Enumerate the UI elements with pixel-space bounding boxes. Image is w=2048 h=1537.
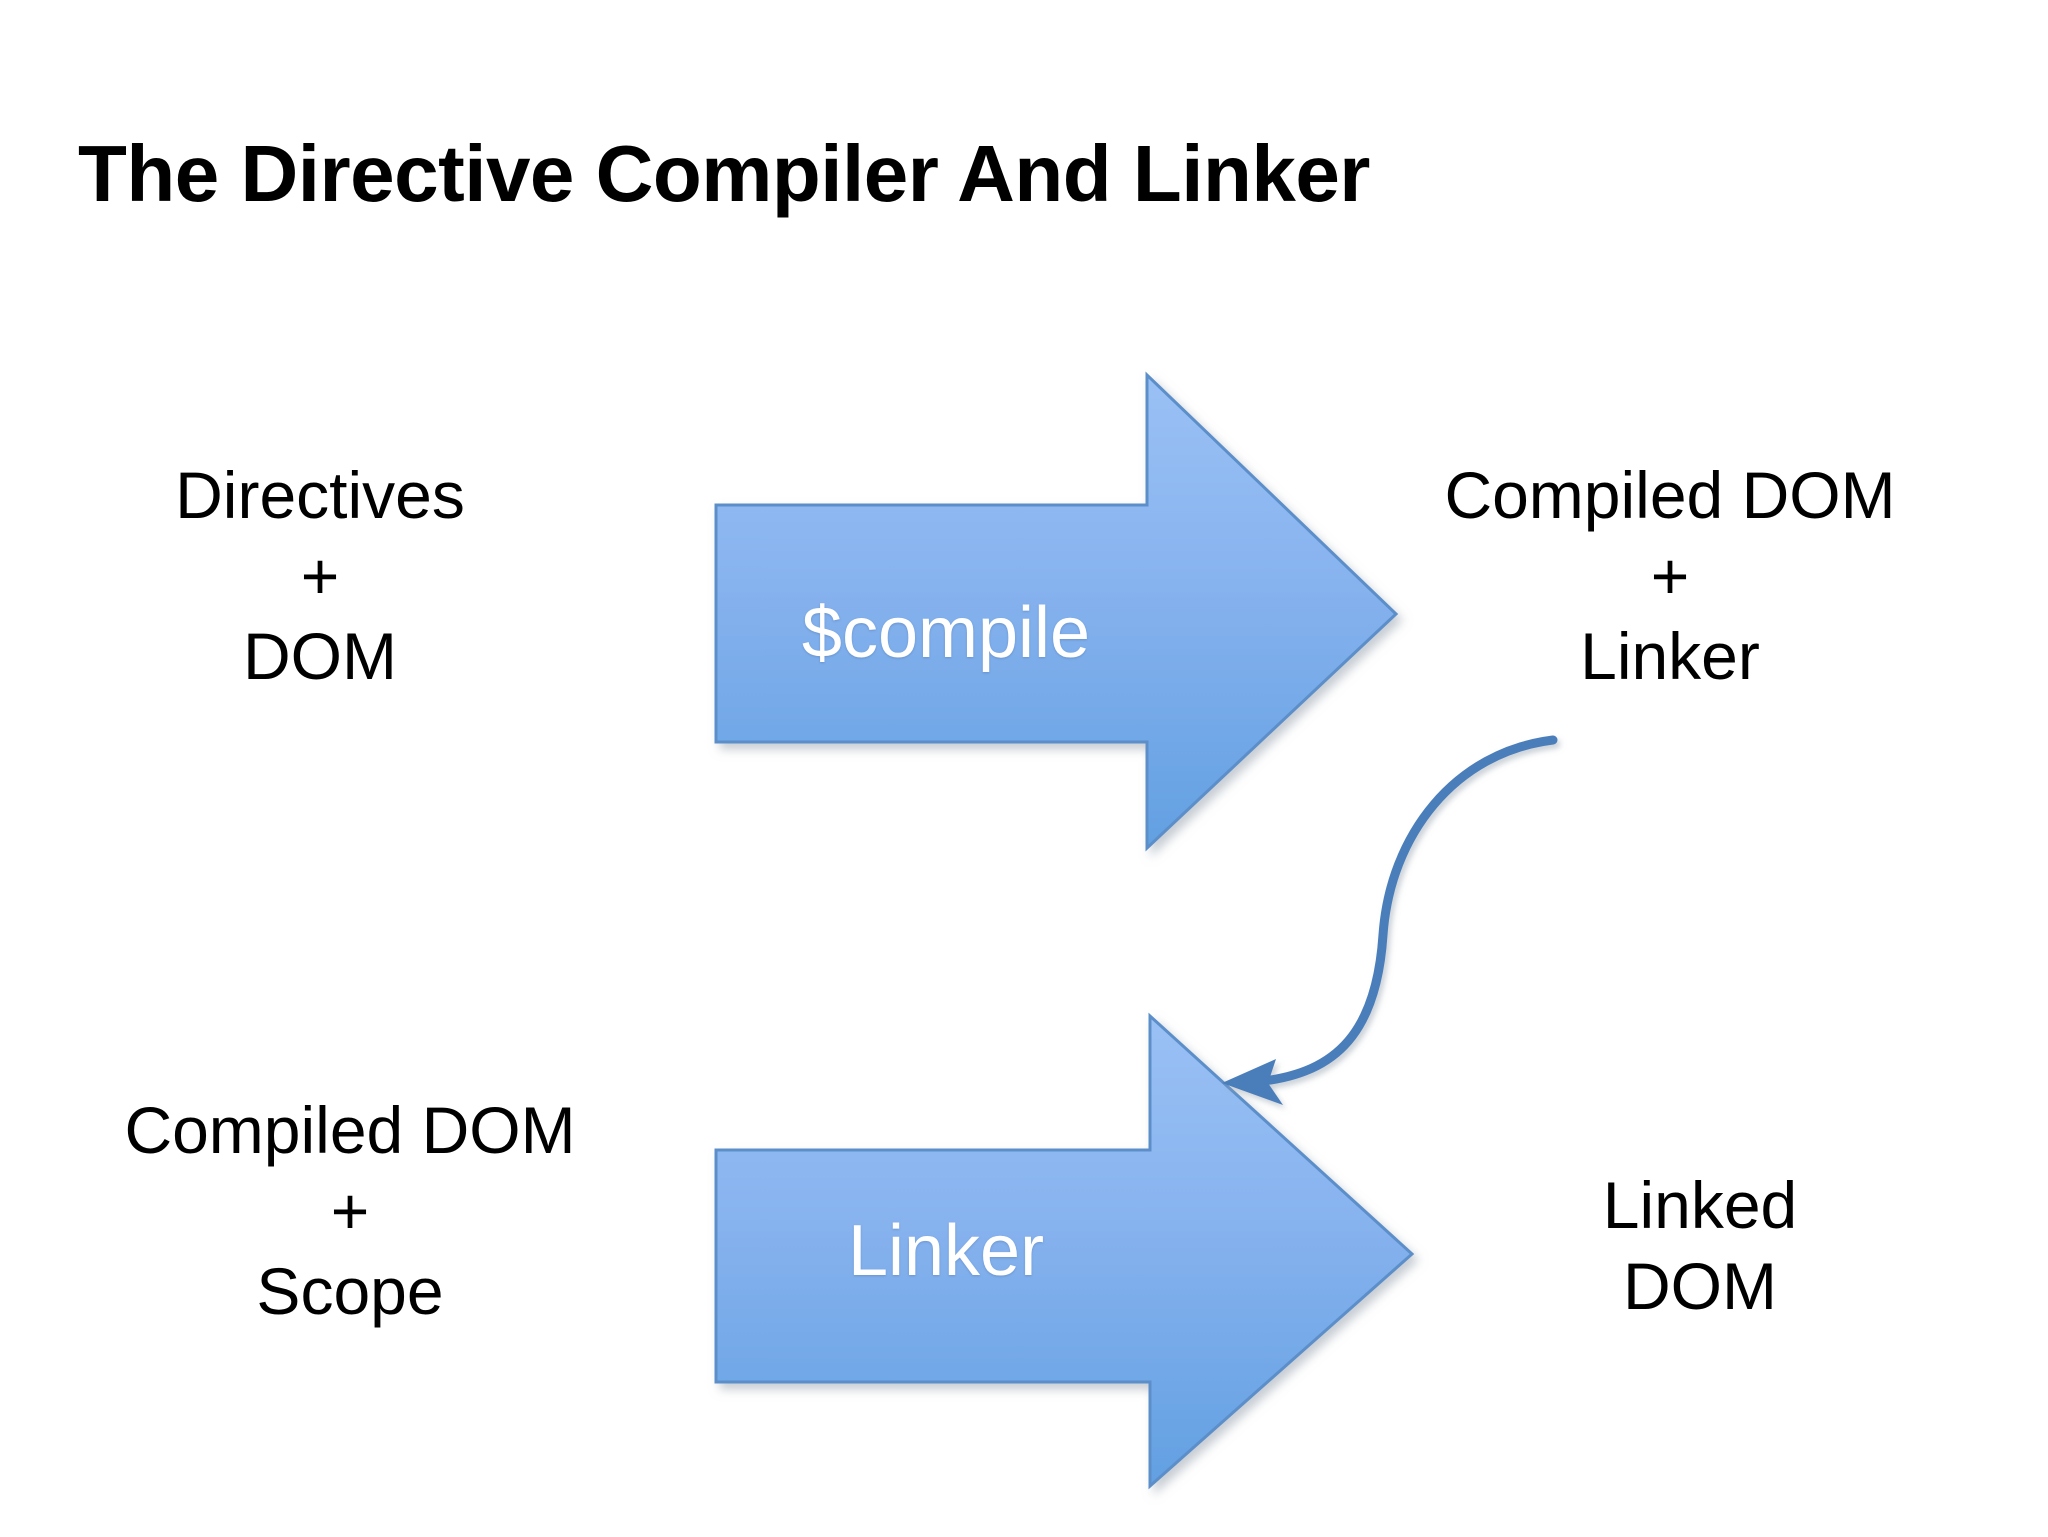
top-output-line-1: Compiled DOM	[1444, 458, 1896, 532]
top-output-label: Compiled DOM + Linker	[1320, 455, 2020, 697]
top-input-label: Directives + DOM	[60, 455, 580, 697]
bottom-input-label: Compiled DOM + Scope	[0, 1090, 700, 1332]
linker-connector-arrow	[1222, 735, 1558, 1105]
bottom-input-line-3: Scope	[256, 1254, 444, 1329]
bottom-output-label: Linked DOM	[1440, 1165, 1960, 1326]
bottom-output-line-2: DOM	[1623, 1248, 1777, 1323]
top-input-line-2: +	[300, 538, 340, 613]
page-title: The Directive Compiler And Linker	[78, 129, 1370, 218]
top-output-line-3: Linker	[1580, 619, 1760, 694]
bottom-input-line-1: Compiled DOM	[124, 1093, 576, 1167]
linker-arrow-label: Linker	[847, 1211, 1045, 1291]
bottom-input-line-2: +	[330, 1173, 370, 1248]
top-output-line-2: +	[1650, 538, 1690, 613]
compile-arrow-label: $compile	[801, 593, 1091, 673]
top-input-line-3: DOM	[243, 619, 397, 694]
top-input-line-1: Directives	[175, 458, 465, 532]
bottom-output-line-1: Linked	[1602, 1168, 1798, 1242]
